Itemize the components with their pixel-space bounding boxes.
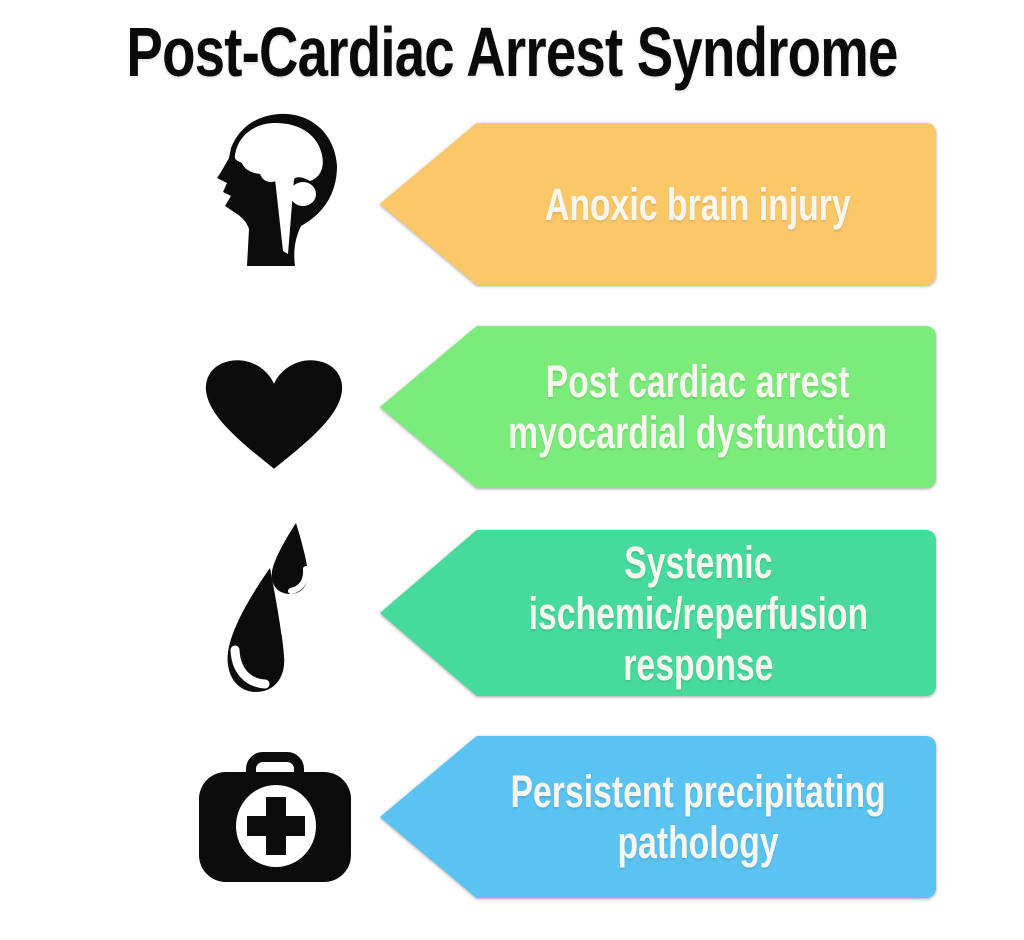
arrow-label: Persistent precipitating pathology — [510, 766, 886, 868]
brain-head-icon — [215, 112, 339, 270]
arrow-banner: Anoxic brain injury — [380, 123, 936, 285]
arrow-banner: Post cardiac arrest myocardial dysfuncti… — [380, 326, 936, 488]
callout-anoxic-brain-injury: Anoxic brain injury — [380, 123, 936, 285]
heart-icon — [200, 356, 348, 475]
arrow-label: Post cardiac arrest myocardial dysfuncti… — [508, 356, 888, 458]
arrow-banner: Persistent precipitating pathology — [380, 736, 936, 898]
arrow-label: Anoxic brain injury — [545, 178, 851, 230]
callout-precipitating-pathology: Persistent precipitating pathology — [380, 736, 936, 898]
page-title: Post-Cardiac Arrest Syndrome — [126, 13, 898, 91]
arrow-banner: Systemic ischemic/reperfusion response — [380, 530, 936, 696]
callout-myocardial-dysfunction: Post cardiac arrest myocardial dysfuncti… — [380, 326, 936, 488]
water-drops-icon — [222, 520, 314, 700]
first-aid-kit-icon — [197, 752, 353, 884]
arrow-label: Systemic ischemic/reperfusion response — [528, 536, 868, 690]
callout-ischemic-reperfusion: Systemic ischemic/reperfusion response — [380, 530, 936, 696]
